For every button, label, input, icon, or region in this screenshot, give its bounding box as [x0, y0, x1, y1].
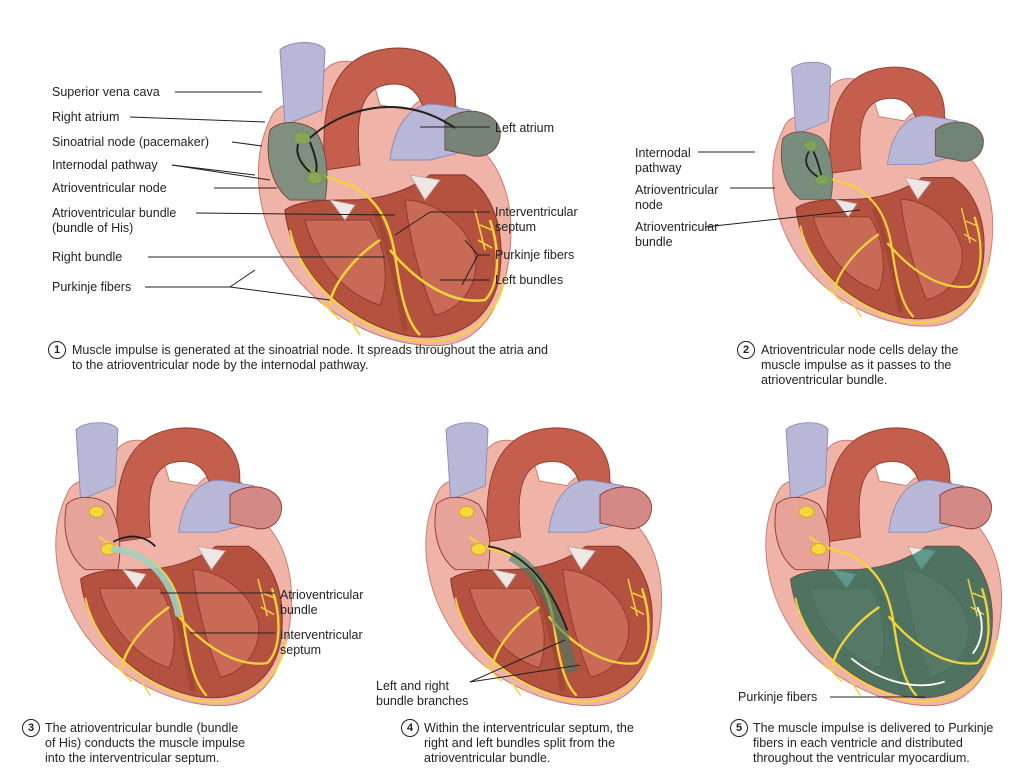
label-p2-av-bundle-2: bundle: [635, 235, 673, 249]
panel-1: [0, 0, 700, 390]
heart-illustration-3: [20, 415, 300, 715]
label-av-bundle-1: Atrioventricular bundle: [52, 206, 177, 220]
label-av-bundle-2: (bundle of His): [52, 221, 134, 235]
heart-illustration-5: [730, 415, 1010, 715]
step-number-1: 1: [48, 341, 66, 359]
label-superior-vena-cava: Superior vena cava: [52, 85, 160, 99]
label-p2-internodal-2: pathway: [635, 161, 682, 175]
panel-5: [720, 415, 1020, 715]
label-atrioventricular-node: Atrioventricular node: [52, 181, 167, 195]
step-number-3: 3: [22, 719, 40, 737]
heart-illustration-1: [210, 40, 530, 350]
label-right-bundle: Right bundle: [52, 250, 123, 264]
caption-1: Muscle impulse is generated at the sinoa…: [72, 343, 632, 373]
step-number-4: 4: [401, 719, 419, 737]
panel-3: [0, 415, 380, 715]
label-p5-purkinje: Purkinje fibers: [738, 690, 818, 704]
label-p3-av-bundle-1: Atrioventricular: [280, 588, 364, 602]
caption-3-line-2: of His) conducts the muscle impulse: [45, 736, 246, 750]
caption-1-line-1: Muscle impulse is generated at the sinoa…: [72, 343, 548, 357]
label-interventricular-2: septum: [495, 220, 536, 234]
panel-2: [620, 60, 1020, 390]
label-right-atrium: Right atrium: [52, 110, 120, 124]
caption-2-line-3: atrioventricular bundle.: [761, 373, 888, 387]
label-interventricular-1: Interventricular: [495, 205, 578, 219]
label-purkinje-fibers-right: Purkinje fibers: [495, 248, 575, 262]
label-purkinje-fibers-left: Purkinje fibers: [52, 280, 132, 294]
label-left-atrium: Left atrium: [495, 121, 555, 135]
label-p4-branches-2: bundle branches: [376, 694, 469, 708]
panel-4: [360, 415, 690, 715]
caption-3-line-3: into the interventricular septum.: [45, 751, 220, 765]
label-p2-av-node-1: Atrioventricular: [635, 183, 719, 197]
caption-2: Atrioventricular node cells delay the mu…: [761, 343, 1011, 388]
label-p2-internodal-1: Internodal: [635, 146, 691, 160]
caption-3-line-1: The atrioventricular bundle (bundle: [45, 721, 239, 735]
label-p2-av-bundle-1: Atrioventricular: [635, 220, 719, 234]
caption-4-line-2: right and left bundles split from the: [424, 736, 616, 750]
heart-illustration-4: [390, 415, 670, 715]
caption-1-line-2: to the atrioventricular node by the inte…: [72, 358, 369, 372]
caption-5-line-3: throughout the ventricular myocardium.: [753, 751, 970, 765]
label-internodal-pathway: Internodal pathway: [52, 158, 158, 172]
label-p4-branches-1: Left and right: [376, 679, 449, 693]
caption-4-line-1: Within the interventricular septum, the: [424, 721, 634, 735]
label-sinoatrial-node: Sinoatrial node (pacemaker): [52, 135, 210, 149]
step-number-2: 2: [737, 341, 755, 359]
label-p2-av-node-2: node: [635, 198, 663, 212]
heart-illustration-2: [730, 60, 1010, 330]
caption-4: Within the interventricular septum, the …: [424, 721, 684, 766]
step-number-5: 5: [730, 719, 748, 737]
caption-2-line-2: muscle impulse as it passes to the: [761, 358, 952, 372]
caption-4-line-3: atrioventricular bundle.: [424, 751, 551, 765]
caption-5-line-2: fibers in each ventricle and distributed: [753, 736, 963, 750]
caption-5: The muscle impulse is delivered to Purki…: [753, 721, 1021, 766]
caption-2-line-1: Atrioventricular node cells delay the: [761, 343, 959, 357]
label-p3-av-bundle-2: bundle: [280, 603, 318, 617]
caption-3: The atrioventricular bundle (bundle of H…: [45, 721, 285, 766]
label-p3-interventricular-1: Interventricular: [280, 628, 363, 642]
label-p3-interventricular-2: septum: [280, 643, 321, 657]
caption-5-line-1: The muscle impulse is delivered to Purki…: [753, 721, 994, 735]
label-left-bundles: Left bundles: [495, 273, 564, 287]
